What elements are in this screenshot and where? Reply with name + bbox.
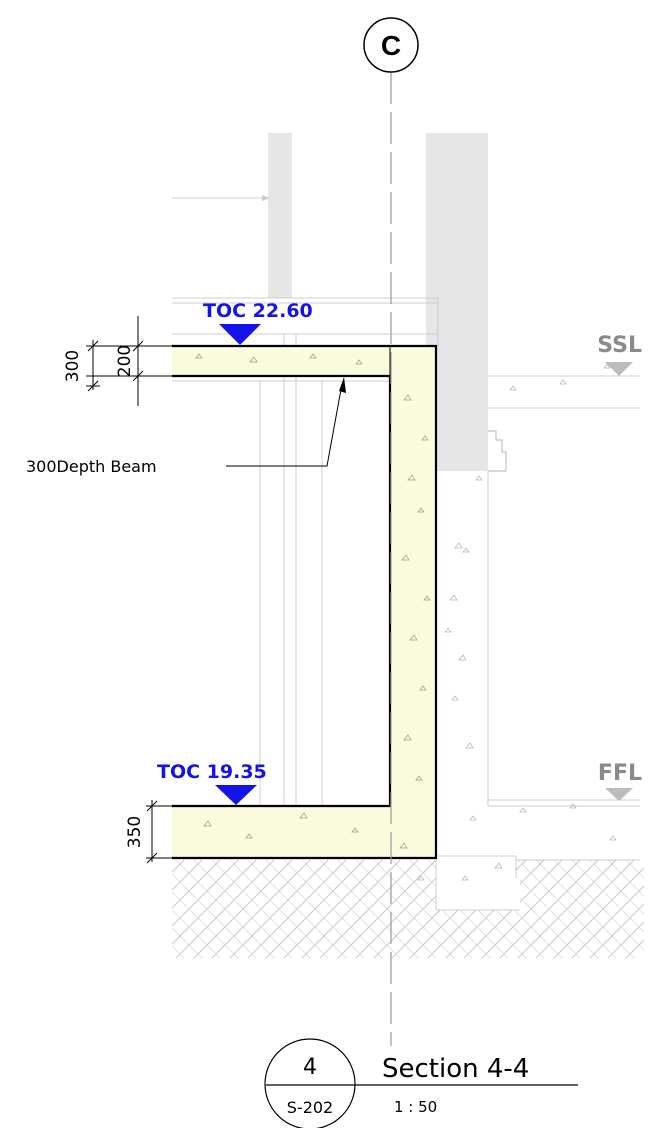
toc-lower-label: TOC 19.35	[157, 761, 267, 783]
ssl-triangle	[605, 362, 633, 376]
concrete-section	[172, 344, 438, 860]
title-section-name: Section 4-4	[382, 1054, 529, 1084]
toc-upper-marker: TOC 22.60	[203, 300, 313, 345]
toc-upper-triangle	[219, 324, 261, 345]
grid-bubble	[363, 17, 419, 73]
concrete-outline	[172, 344, 438, 860]
dim-base-slab: 350	[125, 816, 145, 848]
background-arrow-head	[262, 195, 270, 201]
toc-lower-triangle	[215, 785, 257, 805]
ffl-label: FFL	[598, 761, 642, 786]
existing-column-left	[268, 133, 292, 298]
toc-lower-marker: TOC 19.35	[157, 761, 267, 805]
concrete-speckles	[195, 353, 431, 849]
toc-upper-label: TOC 22.60	[203, 300, 313, 322]
title-bubble	[264, 1038, 356, 1128]
grid-bubble-label: C	[381, 30, 401, 61]
ssl-label: SSL	[597, 333, 642, 358]
dimensions	[86, 316, 172, 864]
dim-slab-thickness: 200	[115, 345, 135, 377]
beam-callout-text: 300Depth Beam	[26, 457, 157, 476]
beam-leader-arrow	[339, 377, 346, 393]
grid-line-c: C	[363, 17, 419, 1046]
ffl-marker: FFL	[598, 761, 642, 801]
ssl-marker: SSL	[597, 333, 642, 376]
title-scale: 1 : 50	[394, 1098, 437, 1116]
earth-fill	[172, 860, 644, 958]
title-block: 4 S-202 Section 4-4 1 : 50	[264, 1038, 578, 1128]
ffl-triangle	[605, 788, 633, 801]
beam-leader-line	[226, 383, 343, 467]
beam-callout: 300Depth Beam	[26, 377, 346, 476]
title-detail-number: 4	[303, 1055, 317, 1080]
title-sheet-reference: S-202	[287, 1098, 333, 1117]
wall-step-detail	[488, 430, 507, 472]
dim-slab-overall: 300	[63, 350, 83, 382]
